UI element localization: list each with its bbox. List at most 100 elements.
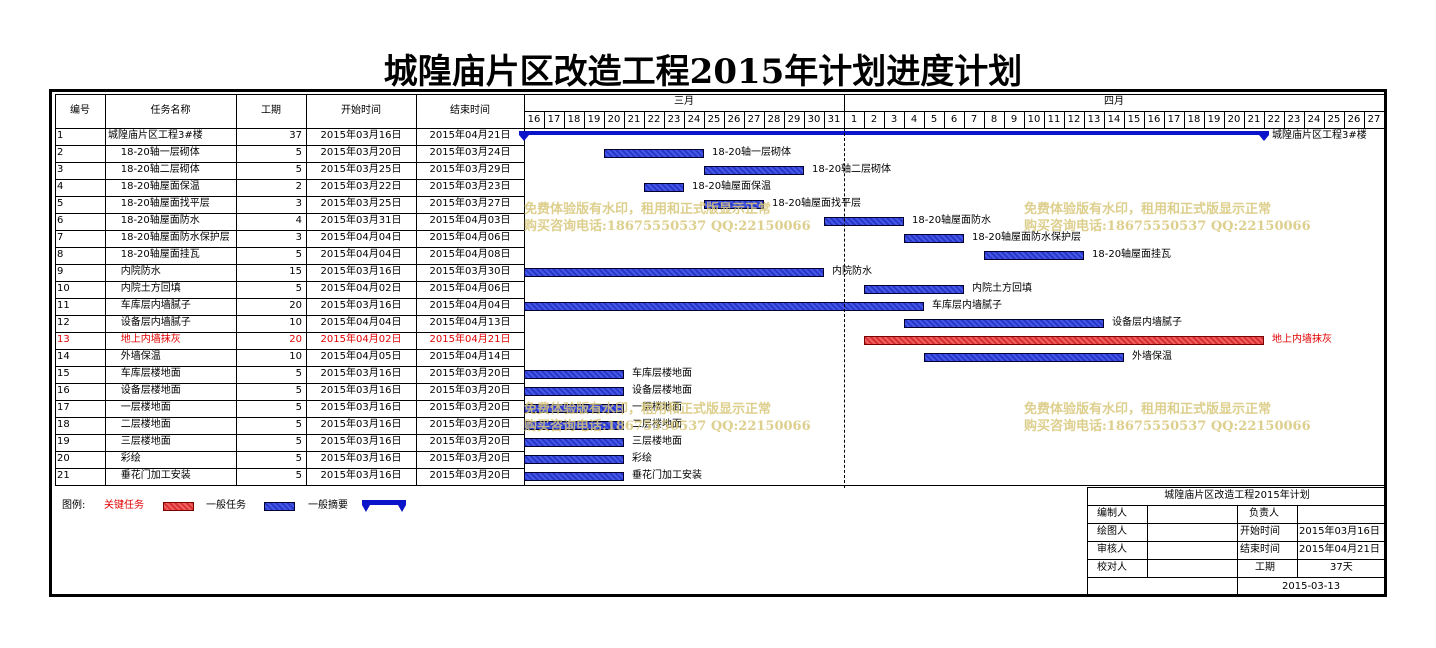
task-name: 内院土方回填 (108, 283, 181, 294)
day-4: 20 (607, 114, 621, 125)
task-bar[interactable] (704, 200, 764, 209)
task-bar[interactable] (824, 217, 904, 226)
task-bar[interactable] (524, 387, 624, 396)
task-bar[interactable] (984, 251, 1084, 260)
task-bar-label: 车库层内墙腻子 (932, 300, 1002, 311)
watermark-2-line2: 购买咨询电话:18675550537 QQ:22150066 (1024, 219, 1311, 234)
task-bar[interactable] (644, 183, 684, 192)
task-duration: 15 (289, 266, 302, 277)
info-start-label: 开始时间 (1240, 526, 1280, 537)
task-no: 10 (57, 283, 70, 294)
task-duration: 5 (295, 470, 302, 481)
task-no: 16 (57, 385, 70, 396)
task-no: 11 (57, 300, 70, 311)
critical-task-bar[interactable] (864, 336, 1264, 345)
task-end: 2015年03月20日 (429, 368, 511, 379)
task-bar[interactable] (524, 455, 624, 464)
task-name: 18-20轴二层砌体 (108, 164, 200, 175)
watermark-2-line1: 免费体验版有水印，租用和正式版显示正常 (1024, 202, 1272, 217)
task-bar-label: 彩绘 (632, 453, 652, 464)
task-bar[interactable] (524, 421, 624, 430)
task-bar[interactable] (524, 404, 624, 413)
watermark-1-line1: 免费体验版有水印，租用和正式版显示正常 (524, 202, 772, 217)
task-bar-label: 外墙保温 (1132, 351, 1172, 362)
task-start: 2015年04月04日 (320, 249, 402, 260)
task-duration: 5 (295, 249, 302, 260)
task-bar[interactable] (864, 285, 964, 294)
task-bar[interactable] (524, 438, 624, 447)
task-end: 2015年04月14日 (429, 351, 511, 362)
task-end: 2015年03月30日 (429, 266, 511, 277)
day-7: 23 (667, 114, 681, 125)
task-bar-label: 车库层楼地面 (632, 368, 692, 379)
task-duration: 5 (295, 283, 302, 294)
task-start: 2015年04月02日 (320, 334, 402, 345)
day-1: 17 (547, 114, 561, 125)
day-40: 25 (1327, 114, 1341, 125)
task-no: 20 (57, 453, 70, 464)
column-header-end: 结束时间 (450, 105, 490, 116)
task-bar[interactable] (904, 234, 964, 243)
task-duration: 37 (289, 130, 302, 141)
task-bar-label: 设备层楼地面 (632, 385, 692, 396)
task-no: 6 (57, 215, 64, 226)
day-3: 19 (587, 114, 601, 125)
day-16: 1 (850, 114, 858, 125)
task-bar[interactable] (904, 319, 1104, 328)
task-bar-label: 三层楼地面 (632, 436, 682, 447)
day-12: 28 (767, 114, 781, 125)
day-29: 14 (1107, 114, 1121, 125)
day-17: 2 (870, 114, 878, 125)
task-duration: 10 (289, 317, 302, 328)
task-end: 2015年03月20日 (429, 385, 511, 396)
task-bar-label: 18-20轴屋面挂瓦 (1092, 249, 1172, 260)
day-13: 29 (787, 114, 801, 125)
legend-summary-swatch (362, 500, 406, 512)
task-name: 设备层内墙腻子 (108, 317, 191, 328)
info-duration-value: 37天 (1330, 562, 1353, 573)
task-bar-label: 18-20轴屋面找平层 (772, 198, 862, 209)
task-bar-label: 一层楼地面 (632, 402, 682, 413)
day-19: 4 (910, 114, 918, 125)
task-bar[interactable] (524, 268, 824, 277)
task-duration: 5 (295, 453, 302, 464)
task-bar[interactable] (524, 302, 924, 311)
task-bar-label: 设备层内墙腻子 (1112, 317, 1182, 328)
task-duration: 3 (295, 198, 302, 209)
info-editor-label: 编制人 (1097, 508, 1127, 519)
task-name: 车库层内墙腻子 (108, 300, 191, 311)
task-end: 2015年03月23日 (429, 181, 511, 192)
task-start: 2015年03月16日 (320, 385, 402, 396)
task-bar[interactable] (524, 472, 624, 481)
task-bar-label: 二层楼地面 (632, 419, 682, 430)
task-end: 2015年03月27日 (429, 198, 511, 209)
task-name: 设备层楼地面 (108, 385, 181, 396)
task-duration: 20 (289, 300, 302, 311)
task-name: 18-20轴屋面防水保护层 (108, 232, 230, 243)
task-no: 5 (57, 198, 64, 209)
task-duration: 5 (295, 402, 302, 413)
task-bar[interactable] (704, 166, 804, 175)
day-6: 22 (647, 114, 661, 125)
task-start: 2015年03月16日 (320, 300, 402, 311)
task-name: 18-20轴屋面挂瓦 (108, 249, 200, 260)
task-start: 2015年03月16日 (320, 368, 402, 379)
task-bar[interactable] (524, 370, 624, 379)
day-10: 26 (727, 114, 741, 125)
watermark-3-line2: 购买咨询电话:18675550537 QQ:22150066 (524, 419, 811, 434)
summary-bar[interactable] (519, 131, 1269, 145)
task-duration: 20 (289, 334, 302, 345)
task-bar[interactable] (604, 149, 704, 158)
day-15: 31 (827, 114, 841, 125)
task-name: 18-20轴一层砌体 (108, 147, 200, 158)
day-36: 21 (1247, 114, 1261, 125)
task-start: 2015年03月16日 (320, 470, 402, 481)
task-bar-label: 城隍庙片区工程3#楼 (1272, 130, 1367, 141)
task-bar[interactable] (924, 353, 1124, 362)
day-31: 16 (1147, 114, 1161, 125)
day-28: 13 (1087, 114, 1101, 125)
day-32: 17 (1167, 114, 1181, 125)
task-start: 2015年03月25日 (320, 198, 402, 209)
column-header-task: 任务名称 (150, 105, 191, 116)
day-42: 27 (1367, 114, 1381, 125)
